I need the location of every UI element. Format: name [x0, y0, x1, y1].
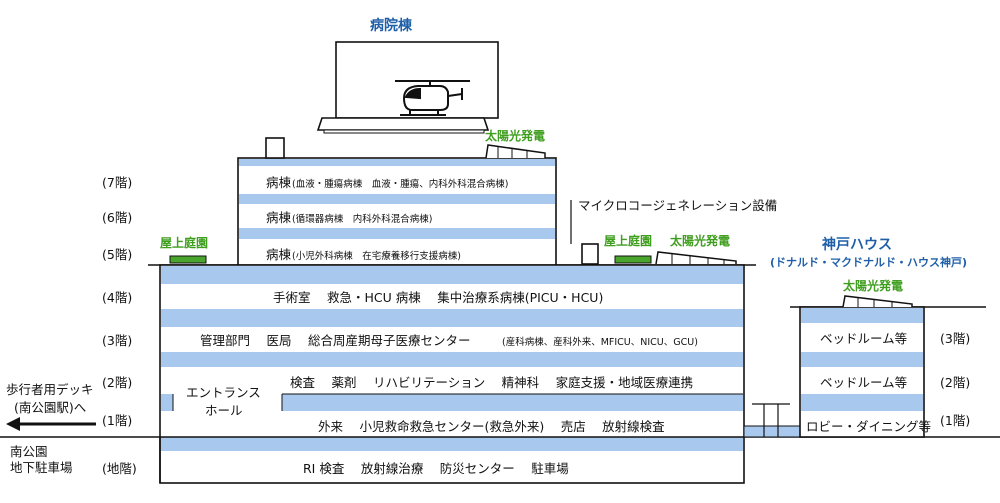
- rooftop-garden-right: [614, 255, 652, 264]
- rooftop-garden-label-right: 屋上庭園: [604, 233, 652, 248]
- pedestrian-deck-line1: 歩行者用デッキ: [6, 382, 94, 397]
- kobe-floor-label-1f: (1階): [940, 413, 970, 428]
- floor-4f-content: 手術室 救急・HCU 病棟 集中治療系病棟(PICU・HCU): [273, 290, 603, 305]
- floor-1f-content: 外来 小児救命救急センター(救急外来) 売店 放射線検査: [318, 419, 665, 434]
- solar-panel-icon-kobe: [842, 295, 913, 308]
- parking-line2: 地下駐車場: [10, 460, 73, 475]
- floor-label-7f: (7階): [102, 175, 132, 190]
- kobe-1f-content: ロビー・ダイニング等: [806, 419, 931, 434]
- connecting-corridor: [743, 403, 801, 438]
- kobe-house-title: 神戸ハウス: [822, 236, 892, 253]
- ward-6f-name: 病棟: [266, 210, 292, 225]
- solar-label-kobe: 太陽光発電: [843, 278, 903, 293]
- cogeneration-unit: [581, 243, 599, 265]
- entrance-hall-line1: エントランス: [186, 385, 261, 400]
- rooftop-garden-label-left: 屋上庭園: [160, 235, 208, 250]
- ward-5f-detail: (小児外科病棟 在宅療養移行支援病棟): [292, 250, 461, 262]
- upper-wing: [237, 157, 557, 267]
- floor-label-4f: (4階): [102, 290, 132, 305]
- ward-6f-detail: (循環器病棟 内科外科混合病棟): [292, 213, 432, 225]
- kobe-house-subtitle: (ドナルド・マクドナルド・ハウス神戸): [770, 255, 967, 269]
- kobe-floor-label-3f: (3階): [940, 331, 970, 346]
- ward-7f-detail: (血液・腫瘍病棟 血液・腫瘍、内科外科混合病棟): [292, 178, 508, 190]
- pedestrian-deck-line2: (南公園駅)へ: [14, 400, 86, 415]
- solar-label-mid: 太陽光発電: [670, 233, 730, 248]
- floor-label-b1: (地階): [102, 461, 137, 476]
- solar-panel-icon: [485, 144, 546, 159]
- ward-5f-name: 病棟: [266, 247, 292, 262]
- hospital-building-title: 病院棟: [370, 17, 413, 34]
- main-block: [0, 264, 1000, 484]
- floor-2f-content: 検査 薬剤 リハビリテーション 精神科 家庭支援・地域医療連携: [290, 375, 693, 390]
- solar-panel-icon-mid: [655, 251, 737, 265]
- floor-label-1f: (1階): [102, 413, 132, 428]
- floor-label-3f: (3階): [102, 333, 132, 348]
- floor-label-6f: (6階): [102, 210, 132, 225]
- ward-7f-name: 病棟: [266, 175, 292, 190]
- kobe-2f-content: ベッドルーム等: [820, 375, 907, 390]
- kobe-floor-label-2f: (2階): [940, 375, 970, 390]
- floor-label-5f: (5階): [102, 247, 132, 262]
- rooftop-garden-left: [169, 255, 207, 264]
- floor-label-2f: (2階): [102, 375, 132, 390]
- floor-3f-detail: (産科病棟、産科外来、MFICU、NICU、GCU): [502, 336, 698, 348]
- parking-line1: 南公園: [10, 444, 48, 459]
- kobe-house-building: [790, 306, 986, 438]
- floor-b1-content: RI 検査 放射線治療 防災センター 駐車場: [303, 461, 569, 476]
- floor-3f-content: 管理部門 医局 総合周産期母子医療センター: [200, 333, 470, 348]
- helicopter-icon: [395, 80, 470, 116]
- rooftop-unit: [265, 137, 285, 159]
- solar-label-upper: 太陽光発電: [485, 128, 545, 143]
- kobe-3f-content: ベッドルーム等: [820, 331, 907, 346]
- heliport-tower: [316, 41, 499, 134]
- cogeneration-label: マイクロコージェネレーション設備: [578, 198, 777, 213]
- entrance-hall-line2: ホール: [205, 403, 243, 418]
- arrow-left-icon: [6, 417, 96, 431]
